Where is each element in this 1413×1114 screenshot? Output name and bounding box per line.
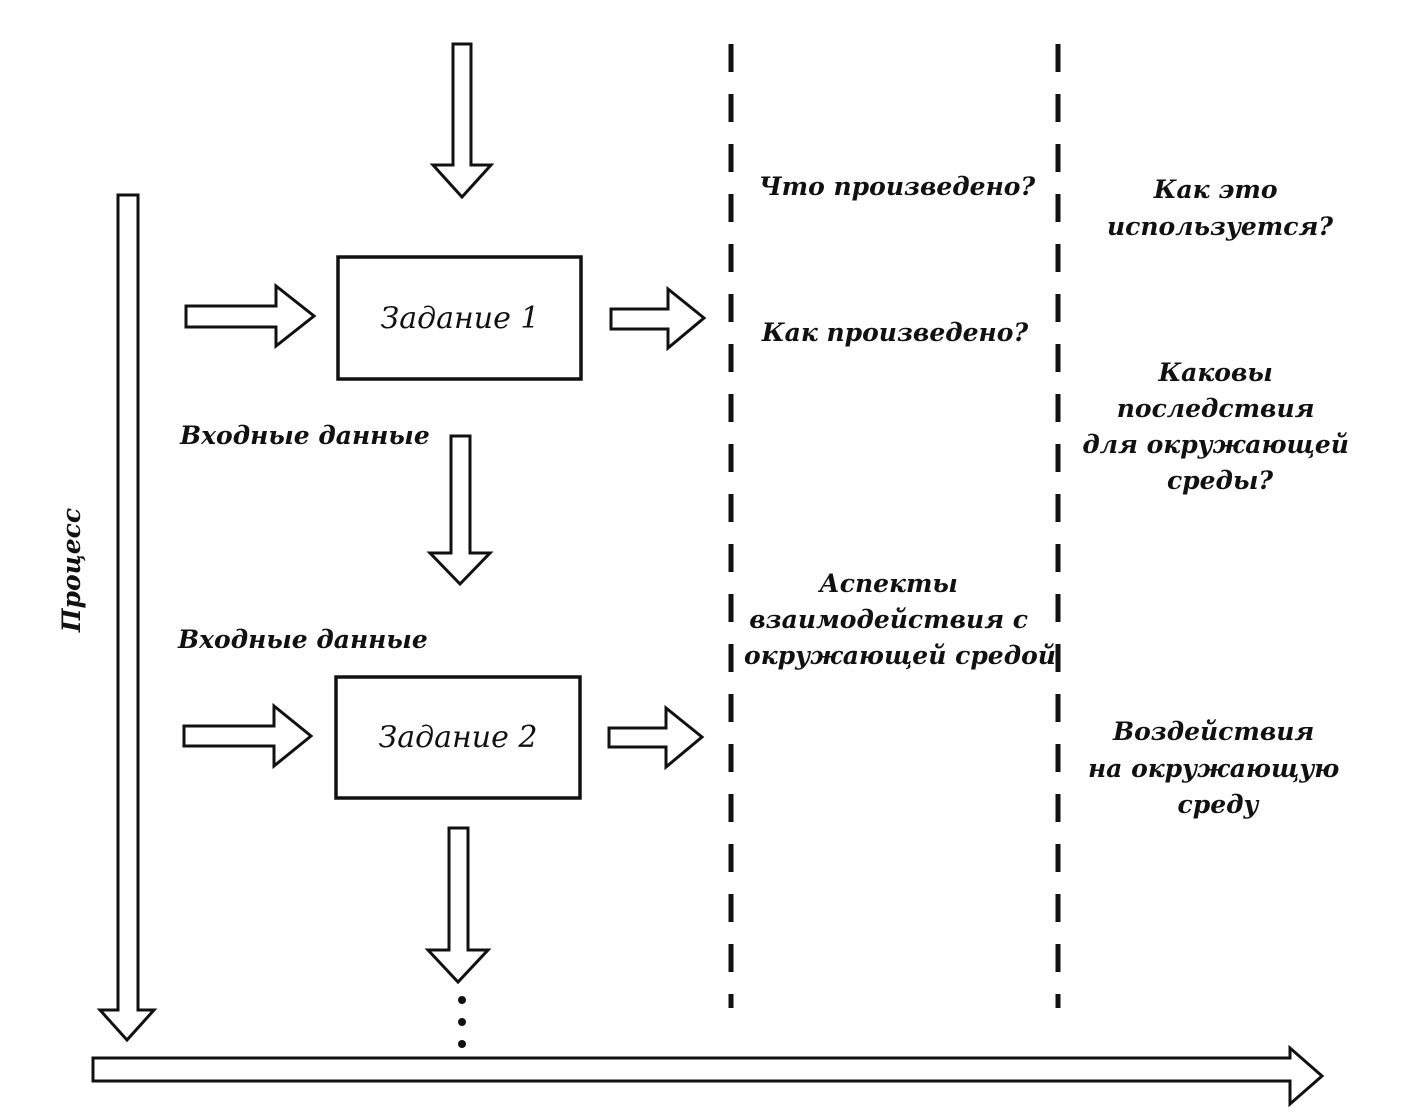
question-how-produced: Как произведено? (761, 318, 1029, 347)
aspects-line-1: Аспекты (817, 569, 957, 598)
task-1-output-arrow (609, 285, 707, 352)
aspects-line-3: окружающей средой (744, 641, 1056, 670)
process-vertical-arrow (96, 193, 158, 1043)
aspects-line-2: взаимодействия с (749, 605, 1028, 634)
usage-line-2: используется? (1107, 212, 1333, 241)
environmental-impacts-text: Воздействия на окружающую среду (1088, 717, 1348, 819)
usage-line-1: Как это (1153, 175, 1278, 204)
task-1-box (336, 255, 583, 381)
input-label-2: Входные данные (177, 625, 428, 654)
time-horizontal-arrow (91, 1044, 1325, 1108)
task-2-output-arrow (607, 704, 705, 771)
task-2-box (334, 675, 582, 800)
question-consequences: Каковы последствия для окружающей среды? (1082, 358, 1357, 495)
task-1-label: Задание 1 (381, 301, 540, 336)
continuation-dot (458, 1018, 466, 1026)
question-what-produced: Что произведено? (759, 172, 1036, 201)
input-label-1: Входные данные (179, 421, 430, 450)
task-2-input-arrow (182, 702, 314, 770)
consequences-line-3: для окружающей (1082, 430, 1349, 459)
between-tasks-arrow (426, 434, 494, 587)
environmental-aspects-text: Аспекты взаимодействия с окружающей сред… (744, 569, 1056, 670)
task-2-down-arrow (424, 826, 492, 985)
question-usage: Как это используется? (1107, 175, 1333, 241)
continuation-dot (458, 996, 466, 1004)
process-label: Процесс (57, 508, 86, 633)
continuation-dot (458, 1040, 466, 1048)
task-2-label: Задание 2 (379, 720, 538, 755)
impacts-line-2: на окружающую (1088, 754, 1339, 783)
consequences-line-1: Каковы (1157, 358, 1272, 387)
top-down-arrow (429, 42, 495, 200)
consequences-line-4: среды? (1167, 466, 1273, 495)
impacts-line-3: среду (1178, 790, 1260, 819)
task-1-input-arrow (184, 282, 317, 350)
consequences-line-2: последствия (1117, 394, 1315, 423)
impacts-line-1: Воздействия (1112, 717, 1314, 746)
